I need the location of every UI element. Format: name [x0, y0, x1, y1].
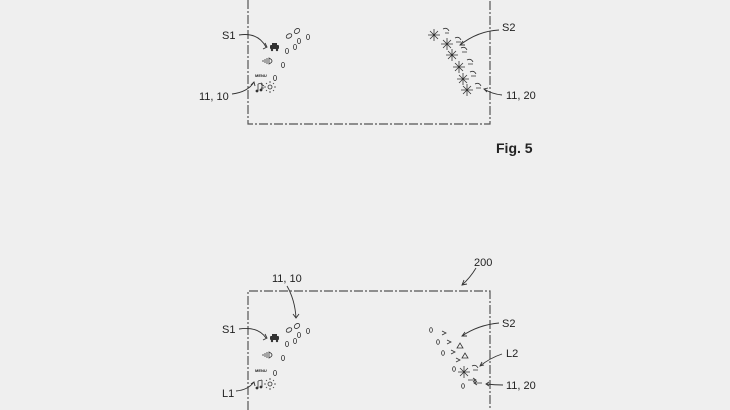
fig6-display-frame	[247, 290, 491, 410]
fig5-ref-left-label: 11, 10	[199, 91, 229, 103]
music-note-icon	[255, 379, 263, 390]
fig5-s2-leader	[459, 29, 500, 46]
fig6-ref-top-arrowhead	[292, 313, 300, 319]
fig6-left-symbol-group: MENU	[255, 323, 310, 390]
oval-marker	[461, 383, 465, 389]
figure-label: Fig. 5	[496, 140, 533, 156]
fig6-s1-arrowhead	[262, 333, 268, 341]
fig6-ref-200-label: 200	[474, 257, 492, 269]
fig6-ref-right-leader	[485, 383, 504, 386]
fig5-s1-leader	[238, 34, 267, 48]
fig5-left-symbol-group: MENU	[255, 28, 310, 93]
fig5-right-ovals	[442, 27, 482, 89]
fig5-ref-arrowhead	[250, 81, 256, 87]
fig6-s2-label: S2	[502, 318, 515, 330]
car-icon	[270, 334, 279, 343]
music-note-icon	[255, 82, 263, 93]
fig5-s2-arrowhead	[459, 40, 465, 46]
fig6-s1-label: S1	[222, 324, 235, 336]
fig6-l1-leader	[235, 381, 255, 392]
fig5-ref-right-arrowhead	[483, 87, 489, 93]
fig6-ref-right-label: 11, 20	[506, 380, 536, 392]
fig6-l1-arrowhead	[250, 381, 256, 387]
fig5-s1-label: S1	[222, 30, 235, 42]
menu-label: MENU	[255, 368, 267, 373]
oval-markers	[272, 323, 310, 376]
oval-markers	[272, 28, 310, 82]
fig5-ref-leader	[231, 81, 255, 95]
fig6-l2-leader	[479, 353, 503, 367]
fig5-ref-right-label: 11, 20	[506, 90, 536, 102]
fig6-ref-right-arrowhead	[485, 381, 490, 387]
sun-icon	[264, 378, 276, 390]
fig6-ref-top-label: 11, 10	[272, 273, 302, 285]
figure-5: MENU	[199, 0, 536, 156]
fig6-s2-leader	[461, 322, 500, 337]
fig5-right-symbol-group	[428, 27, 482, 96]
figure-6: 200 11, 10 MENU	[222, 257, 536, 410]
headlight-icon	[262, 351, 273, 359]
fig6-l2-label: L2	[506, 348, 518, 360]
fig6-l2-arrowhead	[479, 361, 485, 367]
car-icon	[270, 43, 279, 52]
star-burst-icons	[428, 29, 473, 96]
fig6-l1-label: L1	[222, 388, 234, 400]
fig6-ref-top-leader	[286, 285, 297, 319]
fig6-right-symbol-group	[429, 327, 482, 389]
fig5-s2-label: S2	[502, 22, 515, 34]
small-shapes	[429, 327, 469, 372]
light-rays-icon	[260, 83, 265, 89]
arrow-icons	[468, 377, 482, 386]
fig5-display-frame	[247, 0, 491, 125]
menu-label: MENU	[255, 73, 267, 78]
star-burst-icon	[458, 364, 479, 378]
fig6-s1-leader	[238, 327, 267, 339]
fig6-ref-200-arrowhead	[461, 279, 468, 286]
sun-icon	[264, 81, 276, 93]
fig6-ref-200-leader	[461, 267, 477, 286]
fig5-s1-arrowhead	[262, 42, 268, 50]
headlight-icon	[262, 57, 273, 65]
fig6-s2-arrowhead	[461, 331, 467, 337]
